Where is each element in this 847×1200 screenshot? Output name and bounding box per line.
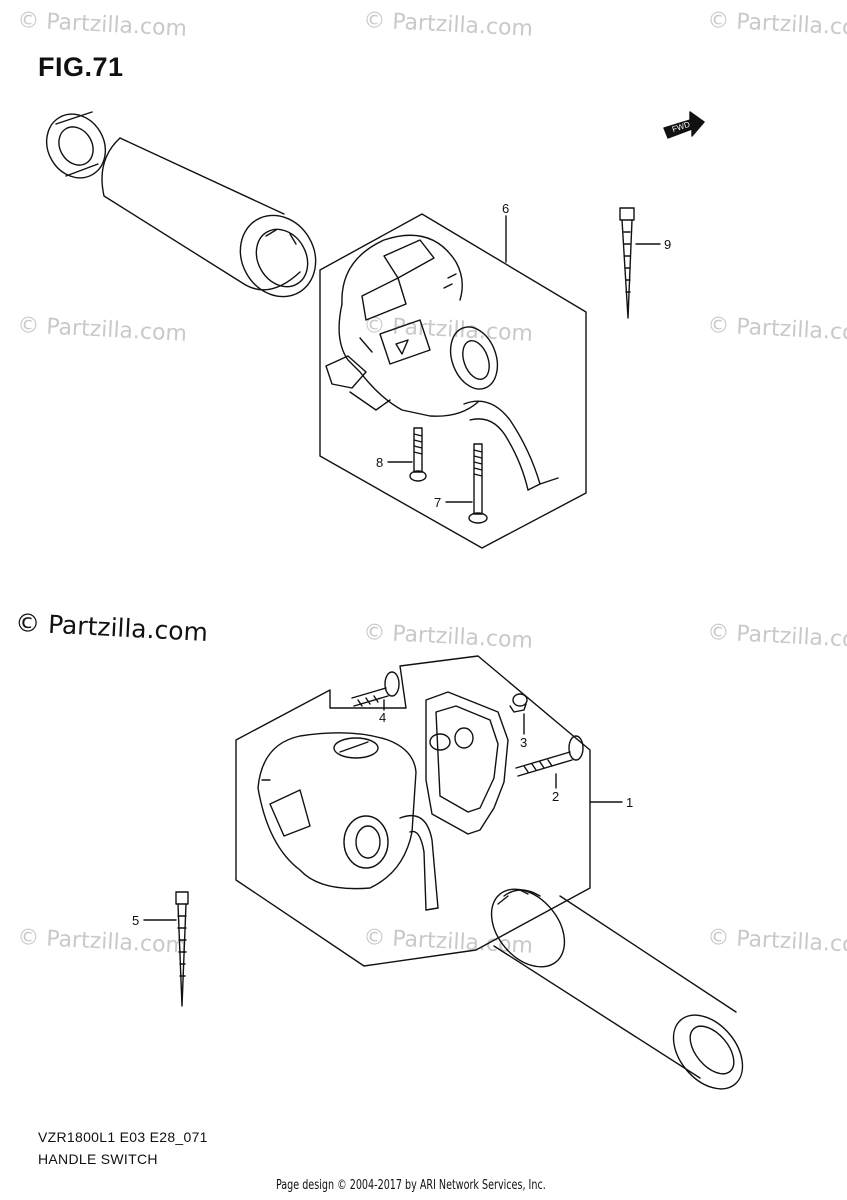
grip-end-ring <box>45 111 107 179</box>
callout-6: 6 <box>502 201 510 216</box>
callout-7: 7 <box>434 495 442 510</box>
screw-8 <box>409 427 427 482</box>
screw-4 <box>351 671 400 707</box>
fwd-arrow-icon: FWD <box>663 111 705 139</box>
switch-cable-top <box>463 400 559 491</box>
switch-cable-bottom <box>399 814 439 911</box>
callout-3: 3 <box>520 735 528 750</box>
callout-2: 2 <box>552 789 560 804</box>
screw-7 <box>468 443 488 524</box>
assembly-frame-6 <box>319 213 587 549</box>
page-footer: Page design © 2004-2017 by ARI Network S… <box>276 1178 546 1193</box>
screw-3 <box>509 693 528 713</box>
callout-8: 8 <box>376 455 384 470</box>
diagram-subtitle: HANDLE SWITCH <box>38 1151 158 1167</box>
switch-bracket <box>425 691 509 835</box>
assembly-frame-1 <box>235 655 591 967</box>
callout-1: 1 <box>626 795 634 810</box>
callout-4: 4 <box>379 710 387 725</box>
callout-5: 5 <box>132 913 140 928</box>
model-code: VZR1800L1 E03 E28_071 <box>38 1129 208 1145</box>
cable-tie-9 <box>619 207 635 319</box>
screw-2 <box>515 735 584 777</box>
figure-title: FIG.71 <box>38 52 124 82</box>
callout-9: 9 <box>664 237 672 252</box>
switch-housing-right <box>257 732 417 890</box>
cable-tie-5 <box>175 891 189 1007</box>
switch-housing-left <box>325 234 499 417</box>
handle-grip-top <box>101 137 317 298</box>
throttle-grip <box>490 888 744 1090</box>
